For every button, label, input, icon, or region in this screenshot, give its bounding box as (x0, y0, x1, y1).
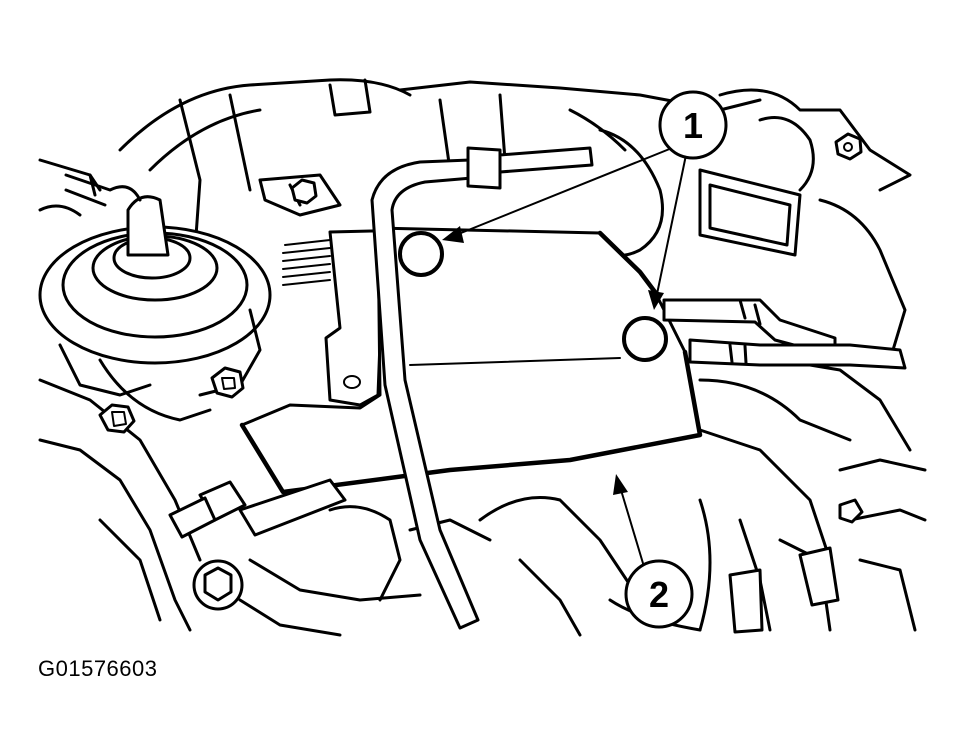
fastener-hole-left (398, 231, 444, 277)
arrow-head-2 (613, 474, 628, 495)
bolt-top-left (290, 178, 318, 205)
arrow-head-1b (648, 290, 664, 310)
callout-1-label: 1 (683, 105, 703, 146)
bolts (98, 132, 864, 611)
fastener-holes (398, 231, 668, 362)
bolt-egr-right (210, 366, 245, 399)
sensor-cover (239, 226, 703, 495)
pipes-and-hoses (168, 146, 907, 634)
callout-2: 2 (624, 559, 694, 629)
fastener-hole-right (622, 316, 668, 362)
bolt-top-right (834, 132, 863, 161)
coil-spring (282, 239, 331, 286)
figure-id-label: G01576603 (38, 656, 158, 681)
bolt-egr-left (98, 403, 136, 434)
callout-arrows (442, 147, 687, 571)
bolt-bottom-left (192, 559, 244, 611)
engine-background-lines (38, 78, 927, 637)
callout-1: 1 (658, 90, 728, 160)
arrow-head-1a (442, 226, 464, 243)
egr-valve (38, 173, 272, 422)
bolt-bottom-right (838, 498, 864, 524)
callout-2-label: 2 (649, 574, 669, 615)
